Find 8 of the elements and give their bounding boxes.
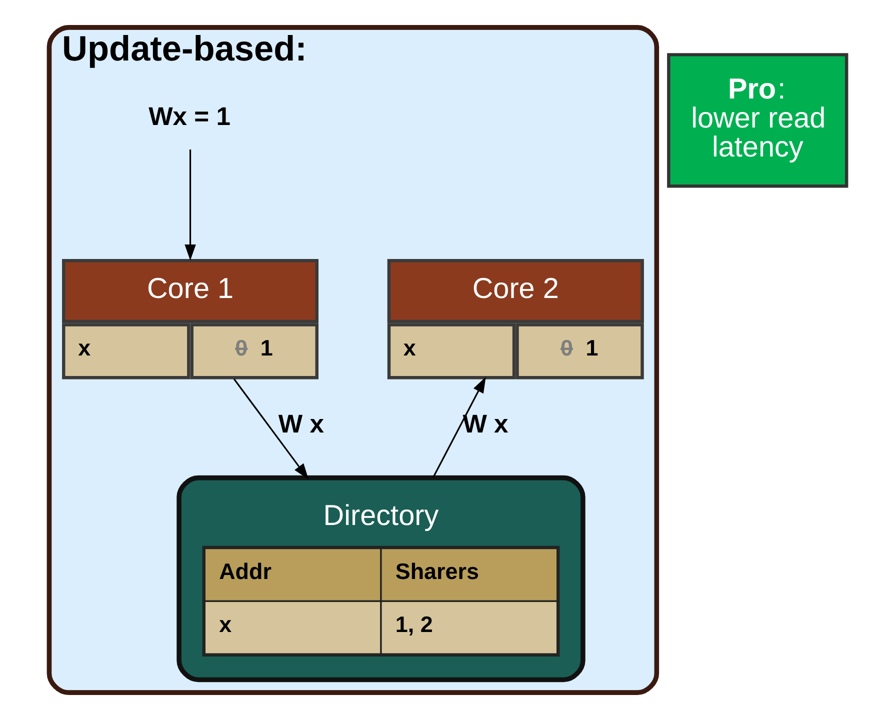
- edge-label: W x: [278, 410, 324, 439]
- node-text: Wx = 1: [148, 102, 230, 131]
- edge-label: W x: [462, 410, 508, 439]
- node-box: Pro: lower read latency: [666, 53, 848, 188]
- arrow: [232, 378, 308, 480]
- arrow: [184, 149, 196, 261]
- arrow: [432, 376, 486, 478]
- node-box: Directory Addr Sharers x 1, 2: [176, 475, 585, 682]
